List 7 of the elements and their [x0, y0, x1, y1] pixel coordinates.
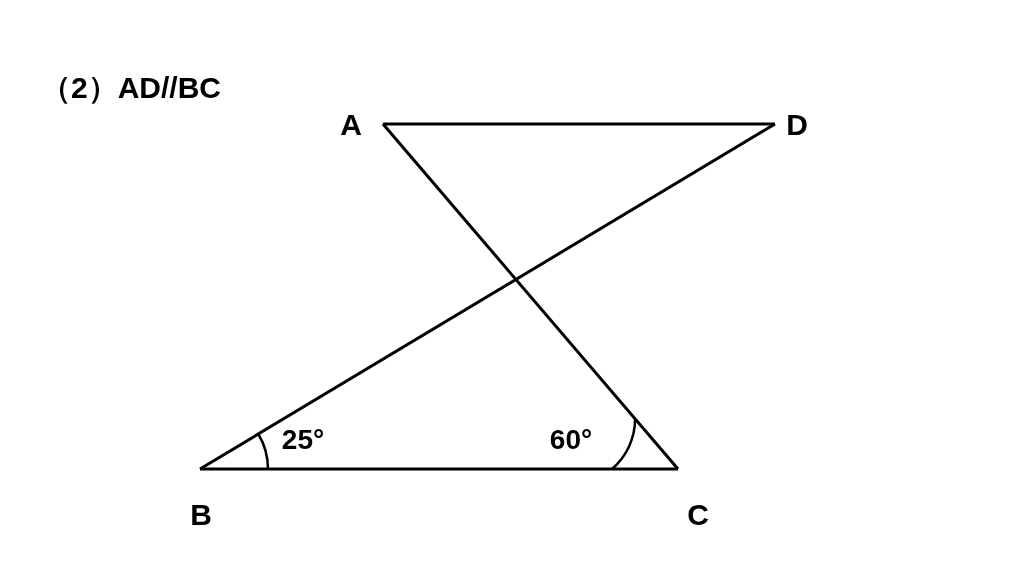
angle-label: 25°	[281, 426, 325, 454]
vertex-label: A	[340, 110, 362, 140]
angle-label: 60°	[549, 426, 593, 454]
vertex-label: B	[190, 500, 212, 530]
vertex-label: D	[786, 110, 808, 140]
vertex-label: C	[687, 500, 709, 530]
title: （2）AD//BC	[41, 73, 221, 103]
